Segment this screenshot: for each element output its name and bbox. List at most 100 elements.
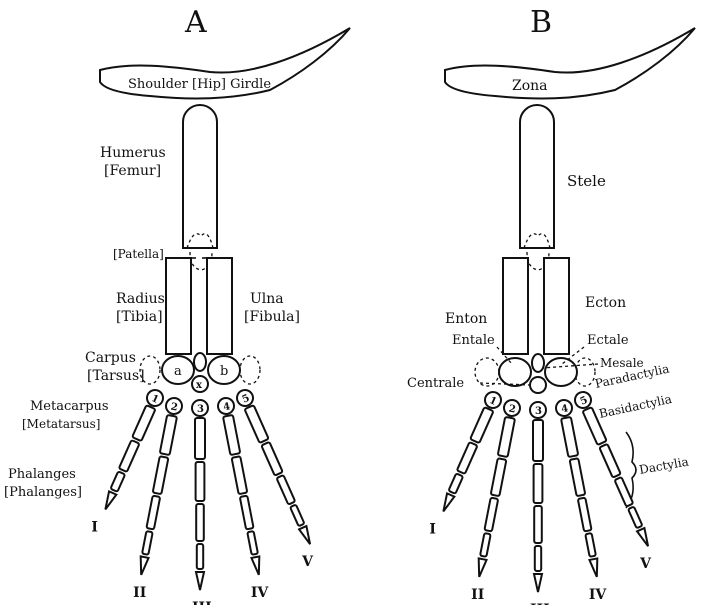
panel-a-tarsus-label: [Tarsus] — [87, 368, 145, 384]
b-digit-3: 3 — [530, 402, 546, 592]
panel-b-stele — [520, 105, 554, 248]
a-digit-2-segment-3 — [146, 496, 160, 530]
panel-b-basidactylia-label: Basidactylia — [598, 392, 673, 421]
a-digit-2-segment-2 — [153, 456, 169, 494]
b-digit-5-segment-4 — [628, 506, 642, 528]
panel-b-entale-label: Entale — [452, 333, 495, 348]
b-digit-1-segment-3 — [448, 473, 463, 493]
b-digit-2-segment-1 — [498, 417, 515, 457]
b-digit-5-roman: V — [639, 556, 652, 572]
panel-b-digits: 1I2II3III4IV5V — [429, 389, 655, 605]
b-digit-4-segment-1 — [561, 417, 578, 457]
b-digit-3-segment-1 — [533, 420, 543, 461]
panel-a-humerus — [183, 105, 217, 248]
panel-a-phalanges-alt-label: [Phalanges] — [4, 485, 82, 500]
a-digit-4-segment-4 — [247, 531, 258, 555]
panel-a-carpal-intermedium — [194, 353, 206, 371]
panel-a-carpal-b-letter: b — [220, 364, 228, 379]
a-digit-4-claw — [251, 556, 262, 575]
b-digit-2-segment-3 — [484, 498, 498, 532]
b-digit-2-segment-4 — [480, 533, 491, 557]
panel-b-letter: B — [530, 5, 552, 40]
b-digit-3-segment-3 — [534, 506, 542, 543]
panel-b-dactylia-label: Dactylia — [638, 454, 690, 476]
b-digit-2-roman: II — [471, 587, 484, 603]
panel-b-zona — [445, 28, 695, 98]
panel-a-carpal-a-letter: a — [174, 364, 182, 379]
a-digit-3-number: 3 — [197, 404, 204, 415]
panel-a-fibula-label: [Fibula] — [244, 309, 300, 325]
panel-b-enton-label: Enton — [445, 311, 487, 327]
panel-a-radius — [166, 258, 191, 354]
panel-a-digits: 1I2II3III4IV5V — [91, 387, 317, 605]
a-digit-3-segment-3 — [196, 504, 204, 541]
panel-b-stele-label: Stele — [567, 172, 606, 190]
panel-a-letter: A — [184, 5, 207, 40]
panel-b-ectale-bone — [545, 358, 577, 386]
panel-a-metatarsus-label: [Metatarsus] — [22, 417, 101, 431]
a-digit-5-segment-4 — [290, 504, 304, 526]
b-digit-1-segment-2 — [457, 442, 478, 474]
b-digit-3-number: 3 — [535, 406, 542, 417]
b-digit-4-roman: IV — [589, 587, 608, 603]
b-digit-5-claw — [637, 528, 652, 548]
a-digit-2-segment-4 — [142, 531, 153, 555]
panel-a: A Shoulder [Hip] Girdle Humerus [Femur] … — [4, 5, 350, 605]
b-digit-2-claw — [475, 558, 486, 577]
panel-b-ecton-label: Ecton — [585, 295, 626, 311]
panel-b-ectale-label: Ectale — [587, 333, 629, 348]
panel-b-centrale-bone — [530, 377, 546, 393]
b-digit-1-segment-1 — [470, 407, 493, 443]
a-digit-5-segment-3 — [277, 475, 296, 505]
panel-b-entale-bone — [499, 358, 531, 386]
panel-a-carpus-label: Carpus — [85, 350, 136, 366]
panel-b-zona-label: Zona — [512, 78, 548, 94]
a-digit-5-claw — [299, 526, 314, 546]
a-digit-1-segment-2 — [119, 440, 140, 472]
a-digit-1-roman: I — [91, 519, 98, 535]
b-digit-2-segment-2 — [491, 458, 507, 496]
a-digit-5-segment-1 — [244, 405, 268, 443]
panel-b-carpal-left-vestige — [475, 358, 499, 386]
b-digit-4-segment-2 — [570, 458, 586, 496]
panel-b-mesale-bone — [532, 354, 544, 372]
a-digit-5-roman: V — [301, 554, 314, 570]
a-digit-4-roman: IV — [251, 585, 270, 601]
a-digit-5-segment-2 — [261, 442, 282, 476]
a-digit-4-segment-3 — [240, 496, 254, 530]
a-digit-1-segment-1 — [132, 405, 155, 441]
b-digit-3-claw — [534, 574, 542, 592]
b-digit-1-claw — [440, 493, 455, 513]
panel-b-enton-bone — [503, 258, 528, 354]
panel-a-girdle-label: Shoulder [Hip] Girdle — [128, 77, 271, 92]
panel-a-humerus-label: Humerus — [100, 145, 166, 161]
b-digit-3-segment-4 — [535, 546, 541, 571]
a-digit-2-roman: II — [133, 585, 146, 601]
panel-a-metacarpus-label: Metacarpus — [30, 399, 109, 414]
a-digit-4-segment-1 — [223, 415, 240, 455]
panel-b: B Zona Stele Enton Ecton Entale Ectale M… — [407, 5, 695, 605]
a-digit-4-segment-2 — [232, 456, 248, 494]
panel-a-phalanges-label: Phalanges — [8, 467, 76, 482]
a-digit-3-roman: III — [192, 600, 212, 605]
panel-a-patella-label: [Patella] — [113, 247, 164, 261]
panel-a-tibia-label: [Tibia] — [116, 309, 163, 325]
a-digit-1-claw — [102, 491, 117, 511]
a-digit-2-claw — [137, 556, 148, 575]
b-digit-4-segment-3 — [578, 498, 592, 532]
b-digit-5-segment-3 — [615, 477, 634, 507]
panel-b-ecton-bone — [544, 258, 569, 354]
a-digit-3: 3 — [192, 400, 208, 590]
b-digit-3-segment-2 — [534, 464, 543, 503]
panel-a-carpal-x-letter: x — [196, 380, 203, 391]
b-digit-1-roman: I — [429, 521, 436, 537]
panel-a-femur-label: [Femur] — [104, 163, 161, 179]
panel-a-carpal-right-vestige — [240, 356, 260, 384]
panel-a-ulna — [207, 258, 232, 354]
b-digit-4-claw — [589, 558, 600, 577]
a-digit-2-segment-1 — [160, 415, 177, 455]
panel-a-ulna-label: Ulna — [250, 291, 284, 307]
a-digit-3-segment-2 — [196, 462, 205, 501]
